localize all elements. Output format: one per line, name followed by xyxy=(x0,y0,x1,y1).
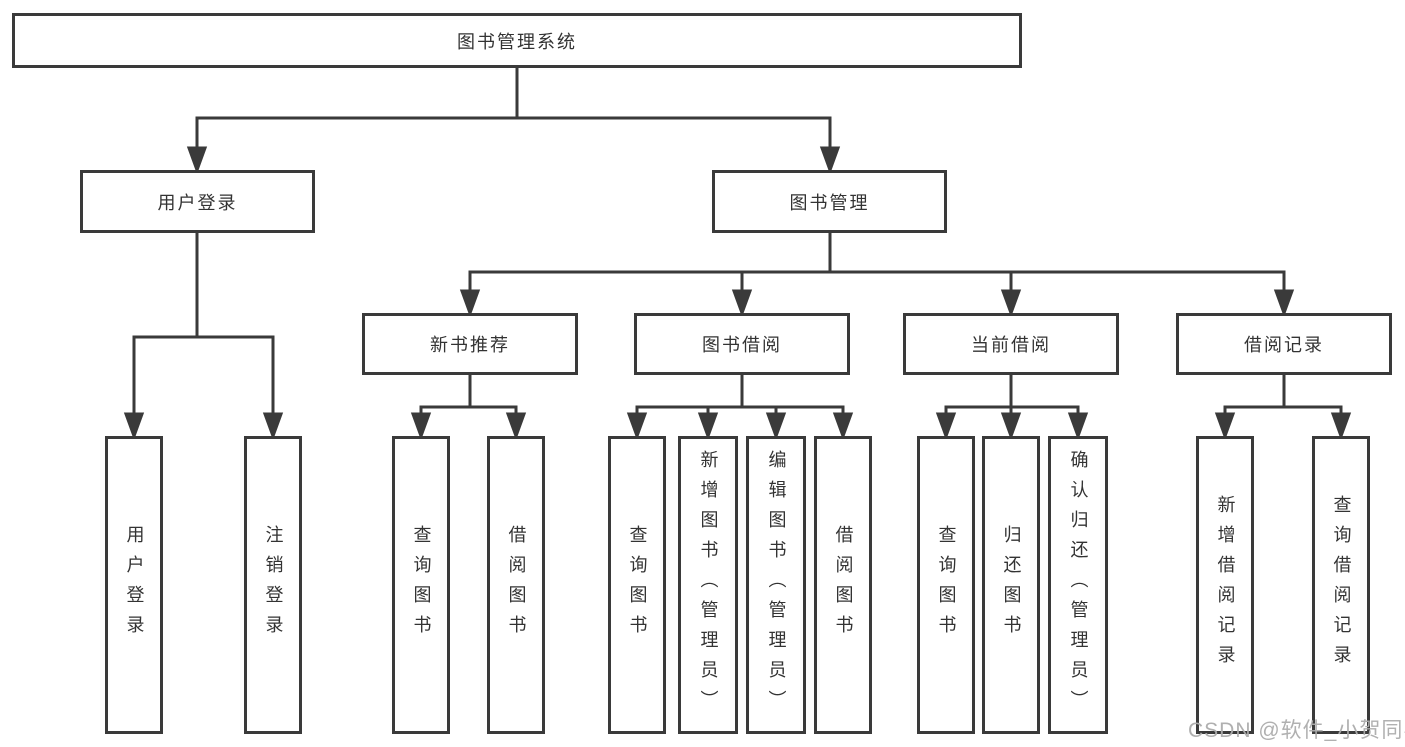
leaf-current-query-books: 查询图书 xyxy=(917,436,975,734)
arrowhead xyxy=(1330,412,1352,441)
leaf-newbook-borrow-books: 借阅图书 xyxy=(487,436,545,734)
connector-user-login xyxy=(123,233,284,441)
node-library-system-label: 图书管理系统 xyxy=(457,31,577,52)
leaf-add-books-admin: 新增图书（管理员） xyxy=(678,436,738,734)
leaf-borrow-query-books-label: 查询图书 xyxy=(627,525,648,645)
leaf-current-query-books-label: 查询图书 xyxy=(936,525,957,645)
leaf-add-borrow-record-label: 新增借阅记录 xyxy=(1215,495,1236,675)
leaf-return-books: 归还图书 xyxy=(982,436,1040,734)
arrowhead xyxy=(819,146,841,175)
arrowhead xyxy=(1067,412,1089,441)
node-new-book-recommend-label: 新书推荐 xyxy=(430,335,510,355)
node-book-management-label: 图书管理 xyxy=(789,192,870,213)
node-borrow-record-label: 借阅记录 xyxy=(1244,335,1324,355)
node-borrow-record: 借阅记录 xyxy=(1176,313,1392,375)
node-book-borrow-label: 图书借阅 xyxy=(702,335,782,355)
leaf-query-borrow-record: 查询借阅记录 xyxy=(1312,436,1370,734)
arrowhead xyxy=(697,412,719,441)
node-current-borrow: 当前借阅 xyxy=(903,313,1119,375)
node-book-management: 图书管理 xyxy=(712,170,947,233)
csdn-watermark: CSDN @软件_小贺同学 xyxy=(1188,719,1405,742)
connector-book-mgmt xyxy=(459,233,1295,318)
arrowhead xyxy=(123,412,145,441)
node-book-borrow: 图书借阅 xyxy=(634,313,850,375)
connector-current-borrow xyxy=(935,375,1089,441)
leaf-query-borrow-record-label: 查询借阅记录 xyxy=(1331,495,1352,675)
leaf-edit-books-admin: 编辑图书（管理员） xyxy=(746,436,806,734)
arrowhead xyxy=(186,146,208,175)
arrowhead xyxy=(731,289,753,318)
leaf-logout: 注销登录 xyxy=(244,436,302,734)
connector-root xyxy=(186,68,841,175)
arrowhead xyxy=(935,412,957,441)
leaf-borrow-books-label: 借阅图书 xyxy=(833,525,854,645)
leaf-add-borrow-record: 新增借阅记录 xyxy=(1196,436,1254,734)
arrowhead xyxy=(1214,412,1236,441)
leaf-borrow-query-books: 查询图书 xyxy=(608,436,666,734)
arrowhead xyxy=(1273,289,1295,318)
node-current-borrow-label: 当前借阅 xyxy=(971,335,1051,355)
node-user-login: 用户登录 xyxy=(80,170,315,233)
leaf-add-books-admin-label: 新增图书（管理员） xyxy=(698,450,719,720)
leaf-borrow-books: 借阅图书 xyxy=(814,436,872,734)
arrowhead xyxy=(262,412,284,441)
arrowhead xyxy=(459,289,481,318)
node-new-book-recommend: 新书推荐 xyxy=(362,313,578,375)
connector-new-book xyxy=(410,375,527,441)
arrowhead xyxy=(1000,412,1022,441)
connector-book-borrow xyxy=(626,375,854,441)
leaf-confirm-return-admin-label: 确认归还（管理员） xyxy=(1068,450,1089,720)
leaf-newbook-borrow-books-label: 借阅图书 xyxy=(506,525,527,645)
leaf-return-books-label: 归还图书 xyxy=(1001,525,1022,645)
arrowhead xyxy=(1000,289,1022,318)
leaf-user-login: 用户登录 xyxy=(105,436,163,734)
leaf-edit-books-admin-label: 编辑图书（管理员） xyxy=(766,450,787,720)
node-user-login-label: 用户登录 xyxy=(157,192,238,213)
leaf-newbook-query-books: 查询图书 xyxy=(392,436,450,734)
leaf-confirm-return-admin: 确认归还（管理员） xyxy=(1048,436,1108,734)
connector-borrow-record xyxy=(1214,375,1352,441)
arrowhead xyxy=(765,412,787,441)
leaf-user-login-label: 用户登录 xyxy=(124,525,145,645)
arrowhead xyxy=(832,412,854,441)
arrowhead xyxy=(505,412,527,441)
leaf-newbook-query-books-label: 查询图书 xyxy=(411,525,432,645)
node-library-system: 图书管理系统 xyxy=(12,13,1022,68)
arrowhead xyxy=(626,412,648,441)
leaf-logout-label: 注销登录 xyxy=(263,525,284,645)
arrowhead xyxy=(410,412,432,441)
